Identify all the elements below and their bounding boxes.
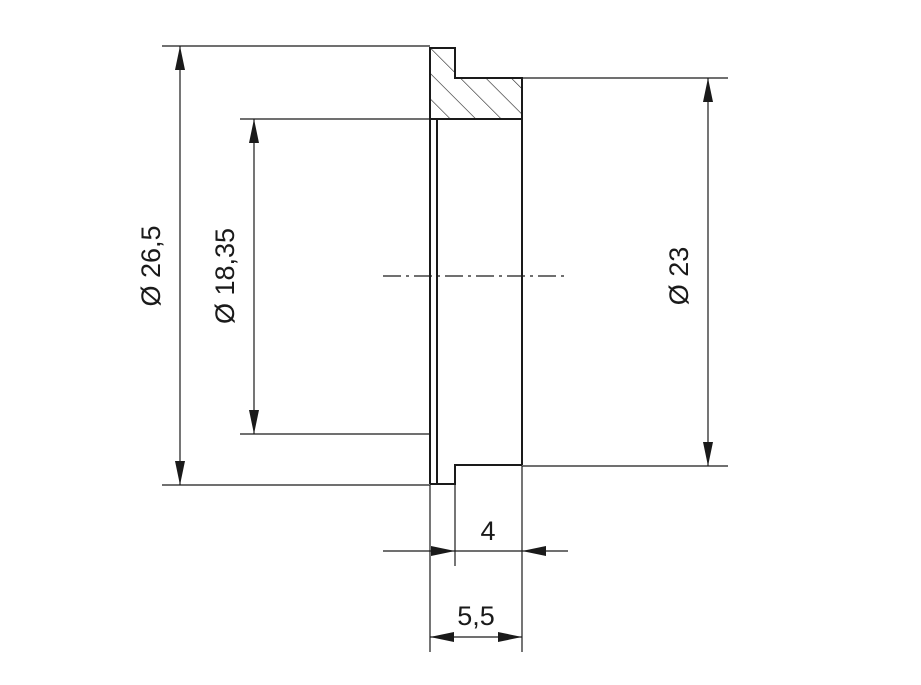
dimension-total-length: 5,5 bbox=[430, 601, 522, 642]
dimension-body-length: 4 bbox=[383, 516, 568, 556]
section-hatch-area bbox=[430, 48, 522, 119]
dimension-outer-body: Ø 23 bbox=[664, 78, 713, 466]
bushing-part bbox=[383, 47, 568, 485]
dimension-outer-flange: Ø 26,5 bbox=[136, 46, 185, 485]
dim-label-total-length: 5,5 bbox=[457, 601, 495, 631]
lower-profile bbox=[430, 464, 522, 485]
dim-label-bore: Ø 18,35 bbox=[210, 228, 240, 324]
dim-label-outer-flange: Ø 26,5 bbox=[136, 225, 166, 306]
dim-label-body-length: 4 bbox=[480, 516, 495, 546]
dim-label-outer-body: Ø 23 bbox=[664, 247, 694, 306]
extension-lines bbox=[162, 45, 728, 652]
dimension-bore: Ø 18,35 bbox=[210, 119, 259, 434]
